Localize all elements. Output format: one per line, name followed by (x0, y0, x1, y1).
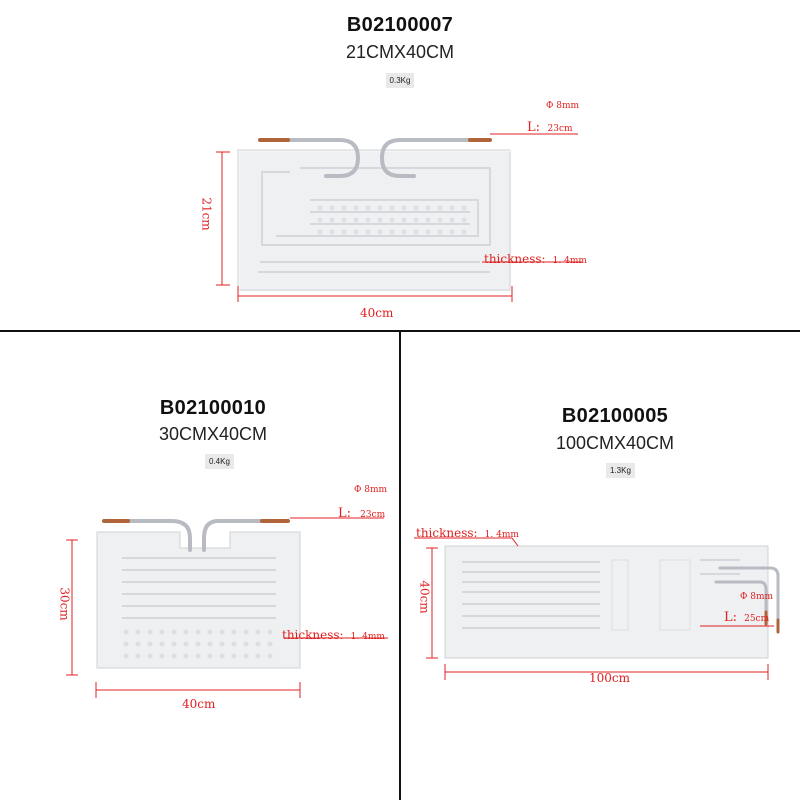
plate (96, 531, 301, 669)
thickness-label: thickness: (416, 526, 478, 540)
evaporator-plate-image (216, 133, 582, 302)
height-dimension-label: 30cm (57, 587, 72, 621)
thickness-value: 1. 4mm (484, 530, 519, 540)
thickness-value: 1. 4mm (552, 256, 587, 266)
width-dimension-label: 40cm (182, 697, 216, 711)
product-dimensions: 21CMX40CM (345, 42, 455, 62)
product-code: B02100005 (561, 405, 669, 427)
thickness-label: thickness: (282, 628, 344, 642)
length-value: 23cm (547, 124, 573, 134)
product-dimensions: 100CMX40CM (555, 433, 675, 453)
weight-badge: 1.3Kg (606, 463, 635, 478)
evaporator-plate-image (66, 517, 388, 698)
product-code: B02100007 (346, 14, 454, 36)
weight-badge: 0.3Kg (385, 73, 415, 88)
length-value: 23cm (360, 510, 386, 520)
length-label: L: (724, 610, 738, 625)
length-label: L: (527, 120, 541, 135)
width-dimension-label: 40cm (360, 306, 394, 320)
vertical-divider (399, 331, 401, 800)
thickness-value: 1. 4mm (350, 632, 385, 642)
plate (444, 545, 769, 659)
product-dimensions: 30CMX40CM (158, 424, 268, 444)
weight-badge: 0.4Kg (205, 454, 234, 469)
diameter-label: Φ 8mm (740, 592, 774, 602)
length-value: 25cm (744, 614, 770, 624)
evaporator-plate-image (414, 537, 780, 680)
diameter-label: Φ 8mm (546, 101, 580, 111)
product-code: B02100010 (159, 397, 267, 419)
thickness-label: thickness: (484, 252, 546, 266)
height-dimension-label: 21cm (199, 197, 214, 231)
diameter-label: Φ 8mm (354, 485, 388, 495)
width-dimension-label: 100cm (589, 671, 631, 685)
height-dimension-label: 40cm (417, 580, 432, 614)
length-label: L: (338, 506, 352, 521)
